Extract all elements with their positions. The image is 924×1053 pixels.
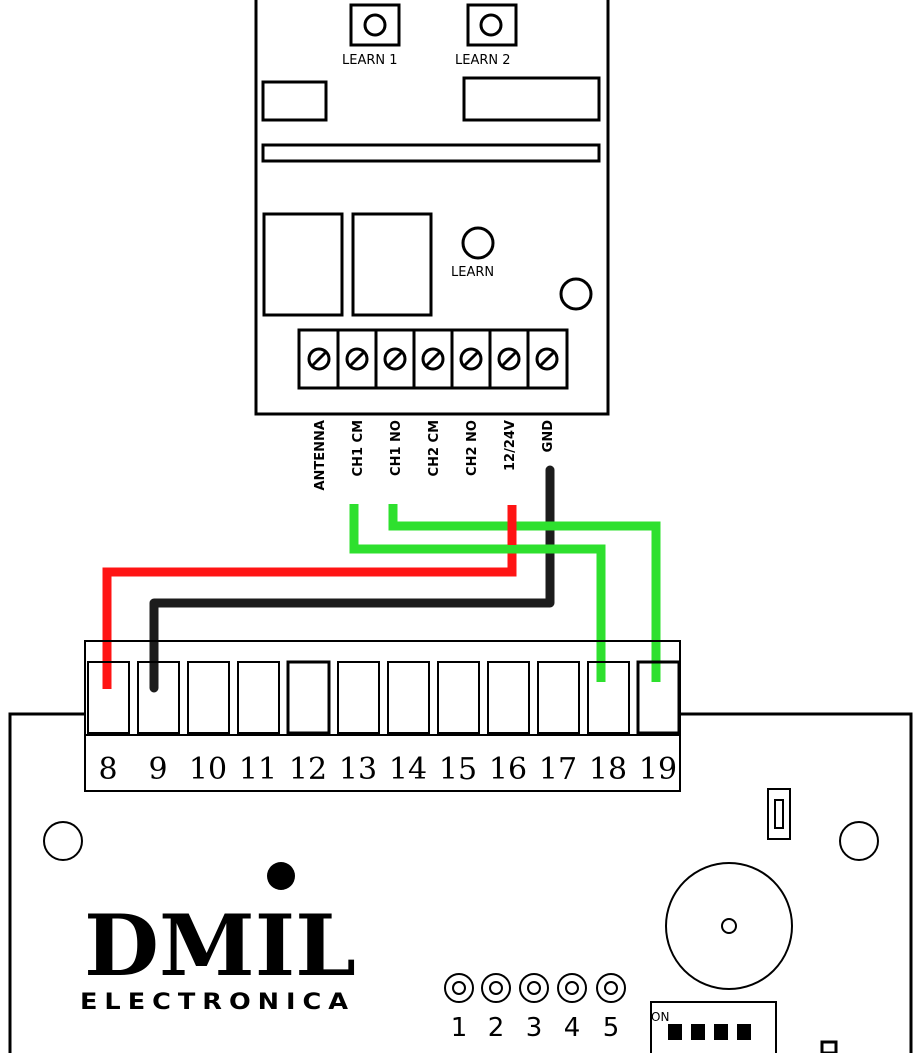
screw-terminal	[497, 347, 521, 371]
header-pin: 3	[519, 973, 549, 1043]
led-indicator	[559, 277, 593, 311]
screw-terminal	[459, 347, 483, 371]
terminal-number: 17	[539, 752, 577, 787]
buzzer	[665, 862, 793, 990]
screw-terminal	[421, 347, 445, 371]
terminal-number: 16	[489, 752, 527, 787]
gnd-wire	[149, 465, 555, 693]
mounting-hole	[43, 821, 83, 861]
header-pin: 2	[481, 973, 511, 1043]
component-block	[820, 1040, 838, 1053]
controller-board-outline	[8, 712, 913, 1053]
screw-terminal	[383, 347, 407, 371]
terminal-slot	[387, 661, 430, 734]
component-block	[261, 80, 328, 122]
terminal-slot	[237, 661, 280, 734]
receiver-module: LEARN 1 LEARN 2 LEARN ANTENNA CH1 CM CH1 N…	[254, 0, 610, 491]
terminal-slot	[337, 661, 380, 734]
pin-number: 4	[564, 1013, 581, 1043]
terminal-number: 19	[639, 752, 677, 787]
terminal-slot	[537, 661, 580, 734]
component-strip	[261, 143, 601, 163]
receiver-terminal-block	[297, 328, 569, 390]
dip-on-label: ON	[651, 1010, 669, 1024]
terminal-label: GND	[541, 420, 556, 453]
dip-toggle[interactable]	[691, 1024, 705, 1040]
ch1-no-wire	[388, 504, 661, 682]
terminal-number: 13	[339, 752, 377, 787]
screw-terminal	[307, 347, 331, 371]
learn2-label: LEARN 2	[455, 53, 511, 68]
mounting-hole	[839, 821, 879, 861]
terminal-number: 15	[439, 752, 477, 787]
receiver-board-outline	[254, 0, 610, 416]
terminal-slot	[487, 661, 530, 734]
pin-number: 5	[603, 1013, 620, 1043]
dip-switch[interactable]: ON	[650, 1001, 777, 1053]
brand-name: DMIL	[84, 896, 356, 995]
terminal-number: 18	[589, 752, 627, 787]
learn-label: LEARN	[451, 265, 494, 280]
brand-logo: DMIL ELECTRONICA	[80, 862, 356, 1015]
terminal-label: CH1 NO	[389, 420, 404, 476]
receiver-terminal-labels: ANTENNA CH1 CM CH1 NO CH2 CM CH2 NO 12/24V GND	[313, 420, 556, 491]
terminal-number: 12	[289, 752, 327, 787]
ch1-cm-wire	[349, 504, 606, 682]
terminal-slot	[587, 661, 630, 734]
header-pin: 4	[557, 973, 587, 1043]
terminal-label: CH2 NO	[465, 420, 480, 476]
terminal-label: 12/24V	[503, 420, 518, 471]
terminal-slot	[437, 661, 480, 734]
pin-number: 2	[488, 1013, 505, 1043]
terminal-slot	[636, 660, 681, 735]
dip-toggle[interactable]	[714, 1024, 728, 1040]
terminal-number: 11	[239, 752, 277, 787]
terminal-number: 9	[148, 752, 167, 787]
terminal-label: CH1 CM	[351, 420, 366, 476]
screw-terminal	[535, 347, 559, 371]
controller-terminals	[87, 660, 681, 735]
terminal-label: ANTENNA	[313, 420, 328, 491]
screw-terminal	[345, 347, 369, 371]
header-pin: 5	[596, 973, 626, 1043]
learn1-button[interactable]	[349, 3, 401, 47]
header-pin: 1	[444, 973, 474, 1043]
component-block	[462, 76, 601, 122]
jumper[interactable]	[767, 788, 791, 840]
terminal-slot	[87, 661, 130, 734]
brand-subtitle: ELECTRONICA	[80, 990, 355, 1015]
relay-2	[351, 212, 433, 317]
learn-button[interactable]	[461, 226, 495, 260]
wires	[102, 465, 661, 693]
terminal-number: 14	[389, 752, 427, 787]
dip-toggle[interactable]	[737, 1024, 751, 1040]
terminal-label: CH2 CM	[427, 420, 442, 476]
relay-1	[262, 212, 344, 317]
learn2-button[interactable]	[466, 3, 518, 47]
pin-number: 1	[451, 1013, 468, 1043]
logo-dot	[267, 862, 295, 890]
terminal-slot	[137, 661, 180, 734]
learn1-label: LEARN 1	[342, 53, 398, 68]
terminal-slot	[187, 661, 230, 734]
dip-toggle[interactable]	[668, 1024, 682, 1040]
pin-number: 3	[526, 1013, 543, 1043]
terminal-number: 8	[98, 752, 117, 787]
terminal-slot	[286, 660, 331, 735]
terminal-number: 10	[189, 752, 227, 787]
